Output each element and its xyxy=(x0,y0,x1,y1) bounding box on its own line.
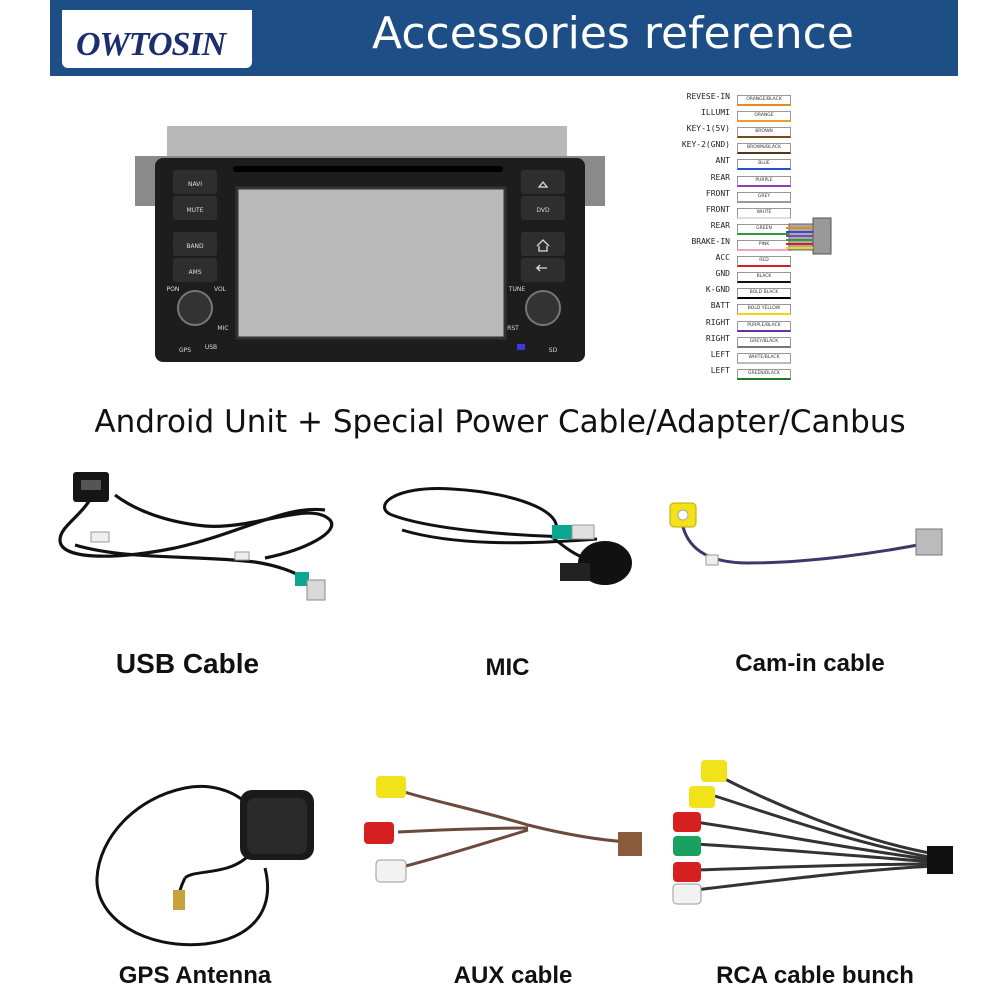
rca-cable-bunch-image xyxy=(672,760,953,905)
wire-color-tag: GREY/BLACK xyxy=(737,336,791,348)
gps-antenna-label: GPS Antenna xyxy=(118,962,272,989)
wire-name: K-GND xyxy=(705,285,730,295)
wire-color-tag: GREEN xyxy=(737,223,791,235)
wire-color-tag: PURPLE/BLACK xyxy=(737,320,791,332)
wire-row: LEFT WHITE/BLACK xyxy=(663,350,803,364)
harness-connector xyxy=(786,217,832,255)
wire-name: REAR xyxy=(710,220,730,230)
brand-logo: OWTOSIN xyxy=(62,10,252,68)
wire-color-tag: WHITE/BLACK xyxy=(737,352,791,364)
wire-color-tag: PURPLE xyxy=(737,175,791,187)
wire-name: FRONT xyxy=(705,204,730,214)
wire-name: BRAKE-IN xyxy=(691,237,730,246)
head-unit-buttons xyxy=(173,170,565,282)
eject-icon xyxy=(537,180,549,188)
gps-port-label: GPS xyxy=(179,347,191,354)
usb-cable-label: USB Cable xyxy=(115,648,260,679)
brand-logo-text: OWTOSIN xyxy=(76,26,226,63)
vol-label: VOL xyxy=(214,286,227,293)
wire-row: ACC RED xyxy=(663,253,803,268)
wire-name: REVESE-IN xyxy=(686,92,730,101)
wire-color-tag: BOLD BLACK xyxy=(737,288,791,300)
wire-name: ACC xyxy=(715,253,730,263)
wire-row: GND BLACK xyxy=(663,269,803,284)
wire-row: BRAKE-IN PINK xyxy=(663,237,803,251)
wire-name: ILLUMI xyxy=(701,108,730,118)
wire-row: KEY-1(5V) BROWN xyxy=(663,124,803,139)
wire-color-tag: RED xyxy=(737,256,791,268)
wire-color-tag: GREY xyxy=(737,191,791,203)
aux-cable-label: AUX cable xyxy=(453,962,573,989)
wire-row: K-GND BOLD BLACK xyxy=(663,285,803,300)
wire-name: LEFT xyxy=(710,365,730,375)
wire-color-tag: BROWN xyxy=(737,127,791,139)
wire-row: RIGHT GREY/BLACK xyxy=(663,334,803,348)
android-head-unit-image: NAVI MUTE BAND AMS DVD PON VOL TUNE MIC … xyxy=(135,126,605,362)
wire-color-tag: BROWN/BLACK xyxy=(737,143,791,155)
wire-row: REAR PURPLE xyxy=(663,173,803,187)
wire-color-tag: PINK xyxy=(737,240,791,251)
usb-port-label: USB xyxy=(205,344,217,351)
tune-label: TUNE xyxy=(508,286,526,293)
home-icon xyxy=(536,239,550,252)
band-button-label: BAND xyxy=(186,243,204,250)
header-banner: OWTOSIN Accessories reference xyxy=(50,0,958,76)
cam-in-cable-image xyxy=(669,502,943,566)
wire-color-tag: BOLD YELLOW xyxy=(737,304,791,316)
wire-row: FRONT WHITE xyxy=(663,205,803,219)
navi-button-label: NAVI xyxy=(188,181,202,188)
wire-color-tag: BLACK xyxy=(737,272,791,284)
wire-color-tag: ORANGE xyxy=(737,111,791,123)
wire-name: GND xyxy=(715,269,730,279)
wire-name: RIGHT xyxy=(705,333,730,343)
wire-color-tag: WHITE xyxy=(737,207,791,219)
wire-color-tag: GREEN/BLACK xyxy=(737,368,791,380)
wire-name: BATT xyxy=(710,301,730,311)
wire-row: REAR GREEN xyxy=(663,221,803,235)
wire-row: FRONT GREY xyxy=(663,189,803,203)
mic-label: MIC xyxy=(485,654,530,681)
wire-name: KEY-1(5V) xyxy=(686,124,730,134)
wire-row: BATT BOLD YELLOW xyxy=(663,301,803,316)
wire-row: REVESE-IN ORANGE/BLACK xyxy=(663,92,803,106)
wire-row: ILLUMI ORANGE xyxy=(663,108,803,123)
page-title: Accessories reference xyxy=(372,8,854,59)
bundle-subtitle: Android Unit + Special Power Cable/Adapt… xyxy=(94,404,906,440)
wire-row: KEY-2(GND) BROWN/BLACK xyxy=(663,140,803,155)
rst-label: RST xyxy=(507,325,519,332)
back-icon xyxy=(535,264,547,272)
dvd-button-label: DVD xyxy=(536,207,550,214)
wire-color-tag: ORANGE/BLACK xyxy=(737,95,791,106)
wire-name: FRONT xyxy=(705,188,730,198)
ams-button-label: AMS xyxy=(188,269,201,276)
pon-label: PON xyxy=(167,286,180,293)
wire-color-tag: BLUE xyxy=(737,159,791,171)
aux-cable-image xyxy=(364,776,642,883)
wire-row: ANT BLUE xyxy=(663,156,803,171)
gps-antenna-image xyxy=(95,785,314,947)
mute-button-label: MUTE xyxy=(186,207,203,214)
sd-slot-label: SD xyxy=(549,347,558,354)
wire-row: LEFT GREEN/BLACK xyxy=(663,366,803,380)
wire-name: LEFT xyxy=(710,349,730,359)
cam-in-cable-label: Cam-in cable xyxy=(735,650,885,677)
usb-cable-image xyxy=(58,472,334,601)
mic-port-label: MIC xyxy=(217,325,228,332)
rca-cable-bunch-label: RCA cable bunch xyxy=(716,962,914,989)
wire-row: RIGHT PURPLE/BLACK xyxy=(663,318,803,332)
wire-name: ANT xyxy=(715,156,730,166)
mic-image xyxy=(383,487,632,585)
wire-name: REAR xyxy=(710,172,730,182)
wire-name: KEY-2(GND) xyxy=(681,140,730,150)
wire-name: RIGHT xyxy=(705,317,730,327)
